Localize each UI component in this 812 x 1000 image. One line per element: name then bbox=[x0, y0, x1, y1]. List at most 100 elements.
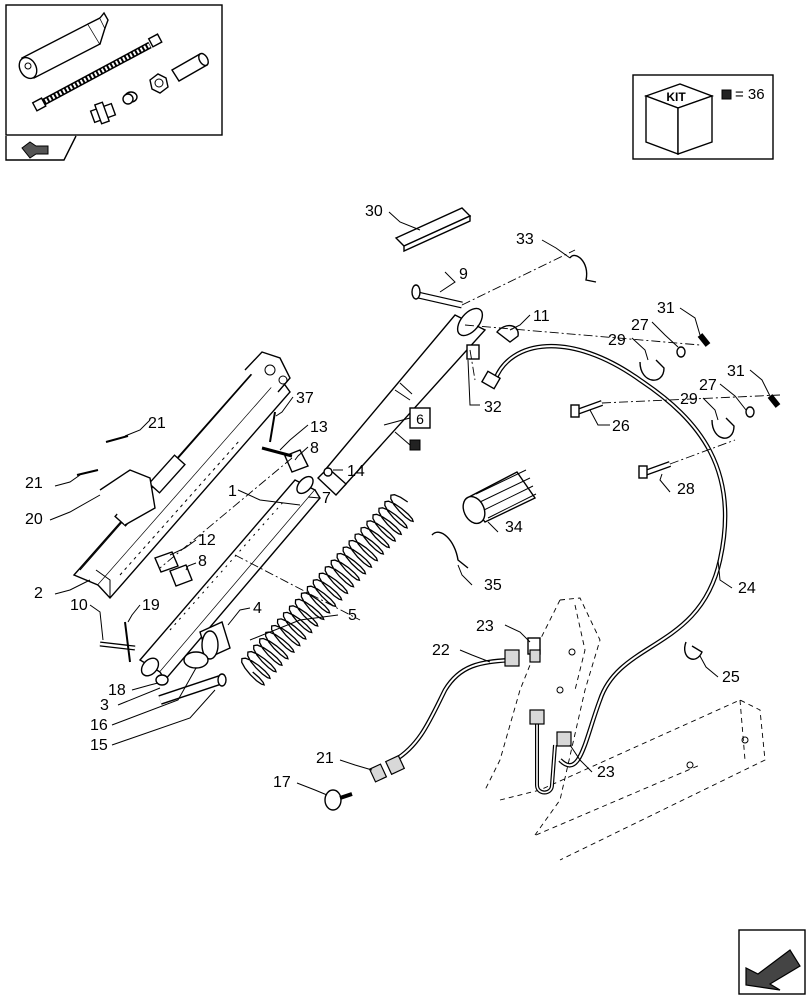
leader-lines bbox=[49, 211, 771, 796]
kit-cube-label: KIT bbox=[666, 90, 686, 104]
washer-part-18[interactable] bbox=[155, 674, 169, 686]
bolt-part-26[interactable] bbox=[570, 400, 604, 418]
coil-spring-part-5[interactable] bbox=[241, 494, 415, 686]
callout-23-upper[interactable]: 23 bbox=[476, 618, 494, 635]
cap-part-17[interactable] bbox=[324, 789, 353, 811]
reference-box-6[interactable]: 6 bbox=[383, 407, 431, 451]
nut-part-14[interactable] bbox=[323, 467, 333, 477]
hose-end-fitting bbox=[504, 649, 520, 667]
clamp-part-29-lower[interactable] bbox=[711, 417, 735, 439]
callout-labels: 30 33 9 11 31 27 29 31 27 29 32 26 37 21… bbox=[25, 203, 756, 791]
callout-25[interactable]: 25 bbox=[722, 669, 740, 686]
callout-28[interactable]: 28 bbox=[677, 481, 695, 498]
callout-8-upper[interactable]: 8 bbox=[310, 440, 319, 457]
callout-29-lower[interactable]: 29 bbox=[680, 391, 698, 408]
clamp-half-part-8-lower[interactable] bbox=[169, 564, 193, 587]
callout-30[interactable]: 30 bbox=[365, 203, 383, 220]
callout-33[interactable]: 33 bbox=[516, 231, 534, 248]
hose-clip-part-33[interactable] bbox=[569, 254, 597, 283]
callout-9[interactable]: 9 bbox=[459, 266, 468, 283]
callout-31-lower[interactable]: 31 bbox=[727, 363, 745, 380]
callout-14[interactable]: 14 bbox=[347, 463, 365, 480]
clamp-part-29-upper[interactable] bbox=[639, 359, 665, 381]
callout-12[interactable]: 12 bbox=[198, 532, 216, 549]
callout-21-lower[interactable]: 21 bbox=[316, 750, 334, 767]
split-pin-part-19[interactable] bbox=[124, 621, 131, 663]
shaft-part-15[interactable] bbox=[158, 673, 227, 705]
support-bracket-part-20[interactable] bbox=[99, 469, 156, 526]
callout-4[interactable]: 4 bbox=[253, 600, 262, 617]
bolt-part-13[interactable] bbox=[261, 446, 293, 458]
clip-part-11[interactable] bbox=[496, 325, 519, 343]
callout-21-left[interactable]: 21 bbox=[25, 475, 43, 492]
thumbnail-bushing-icon bbox=[122, 91, 138, 105]
callout-7[interactable]: 7 bbox=[322, 490, 331, 507]
bolt-part-21-left[interactable] bbox=[76, 469, 99, 476]
washer-part-27-lower[interactable] bbox=[745, 406, 755, 418]
callout-18[interactable]: 18 bbox=[108, 682, 126, 699]
pin-part-37[interactable] bbox=[269, 411, 276, 443]
bolt-part-21-upper[interactable] bbox=[105, 435, 129, 443]
thumbnail-tube-icon bbox=[171, 52, 209, 82]
thumbnail-hose-icon bbox=[31, 33, 163, 112]
rigid-pipe[interactable] bbox=[535, 720, 557, 795]
callout-27-lower[interactable]: 27 bbox=[699, 377, 717, 394]
callout-34[interactable]: 34 bbox=[505, 519, 523, 536]
washer-part-27-upper[interactable] bbox=[676, 346, 686, 358]
callout-8-lower[interactable]: 8 bbox=[198, 553, 207, 570]
strap-part-35[interactable] bbox=[431, 531, 469, 569]
nut-part-31-lower[interactable] bbox=[767, 394, 781, 408]
callout-21-upper[interactable]: 21 bbox=[148, 415, 166, 432]
callout-3[interactable]: 3 bbox=[100, 697, 109, 714]
elbow-fitting-part-23-upper[interactable] bbox=[527, 637, 541, 663]
kit-marker-icon bbox=[409, 439, 421, 451]
clip-part-25[interactable] bbox=[684, 641, 703, 660]
callout-35[interactable]: 35 bbox=[484, 577, 502, 594]
callout-31-upper[interactable]: 31 bbox=[657, 300, 675, 317]
pin-part-10[interactable] bbox=[99, 641, 136, 651]
callout-23-lower[interactable]: 23 bbox=[597, 764, 615, 781]
machine-frame-outline bbox=[484, 597, 766, 861]
kit-marker-icon bbox=[721, 89, 732, 100]
callout-24[interactable]: 24 bbox=[738, 580, 756, 597]
callout-20[interactable]: 20 bbox=[25, 511, 43, 528]
wear-plate-part-30[interactable] bbox=[394, 207, 472, 253]
hose-guard-part-34[interactable] bbox=[459, 469, 537, 527]
thumbnail-cylinder-icon bbox=[18, 11, 109, 80]
hydraulic-hose-part-22[interactable] bbox=[393, 657, 511, 762]
fitting-part-23-lower[interactable] bbox=[529, 709, 572, 747]
callout-13[interactable]: 13 bbox=[310, 419, 328, 436]
callout-32[interactable]: 32 bbox=[484, 399, 502, 416]
callout-19[interactable]: 19 bbox=[142, 597, 160, 614]
assembly-arrow-icon bbox=[21, 141, 49, 159]
callout-1[interactable]: 1 bbox=[228, 483, 237, 500]
thumbnail-tab[interactable] bbox=[5, 135, 77, 161]
bushing-part-4[interactable] bbox=[199, 621, 231, 660]
hydraulic-cylinder[interactable] bbox=[316, 304, 487, 496]
adapter-part-21[interactable] bbox=[368, 754, 406, 783]
callout-15[interactable]: 15 bbox=[90, 737, 108, 754]
callout-37[interactable]: 37 bbox=[296, 390, 314, 407]
callout-29-upper[interactable]: 29 bbox=[608, 332, 626, 349]
callout-5[interactable]: 5 bbox=[348, 607, 357, 624]
callout-22[interactable]: 22 bbox=[432, 642, 450, 659]
arrow-icon bbox=[745, 949, 801, 991]
callout-10[interactable]: 10 bbox=[70, 597, 88, 614]
callout-11[interactable]: 11 bbox=[533, 308, 550, 325]
thumbnail-nut-icon bbox=[149, 73, 169, 94]
elbow-fitting-part-32[interactable] bbox=[466, 344, 502, 390]
bolt-part-28[interactable] bbox=[638, 461, 672, 479]
callout-17[interactable]: 17 bbox=[273, 774, 291, 791]
kit-thumbnail-panel[interactable] bbox=[5, 4, 223, 136]
kit-legend-text: = 36 bbox=[735, 86, 765, 103]
callout-16[interactable]: 16 bbox=[90, 717, 108, 734]
ref-box-6-label: 6 bbox=[416, 411, 424, 427]
hydraulic-hose-part-24[interactable] bbox=[492, 344, 728, 768]
pin-part-9[interactable] bbox=[411, 284, 463, 309]
callout-26[interactable]: 26 bbox=[612, 418, 630, 435]
callout-2[interactable]: 2 bbox=[34, 585, 43, 602]
ring-part-3[interactable] bbox=[183, 651, 209, 669]
nut-part-31-upper[interactable] bbox=[697, 333, 711, 347]
next-page-button[interactable] bbox=[738, 929, 806, 995]
callout-27-upper[interactable]: 27 bbox=[631, 317, 649, 334]
